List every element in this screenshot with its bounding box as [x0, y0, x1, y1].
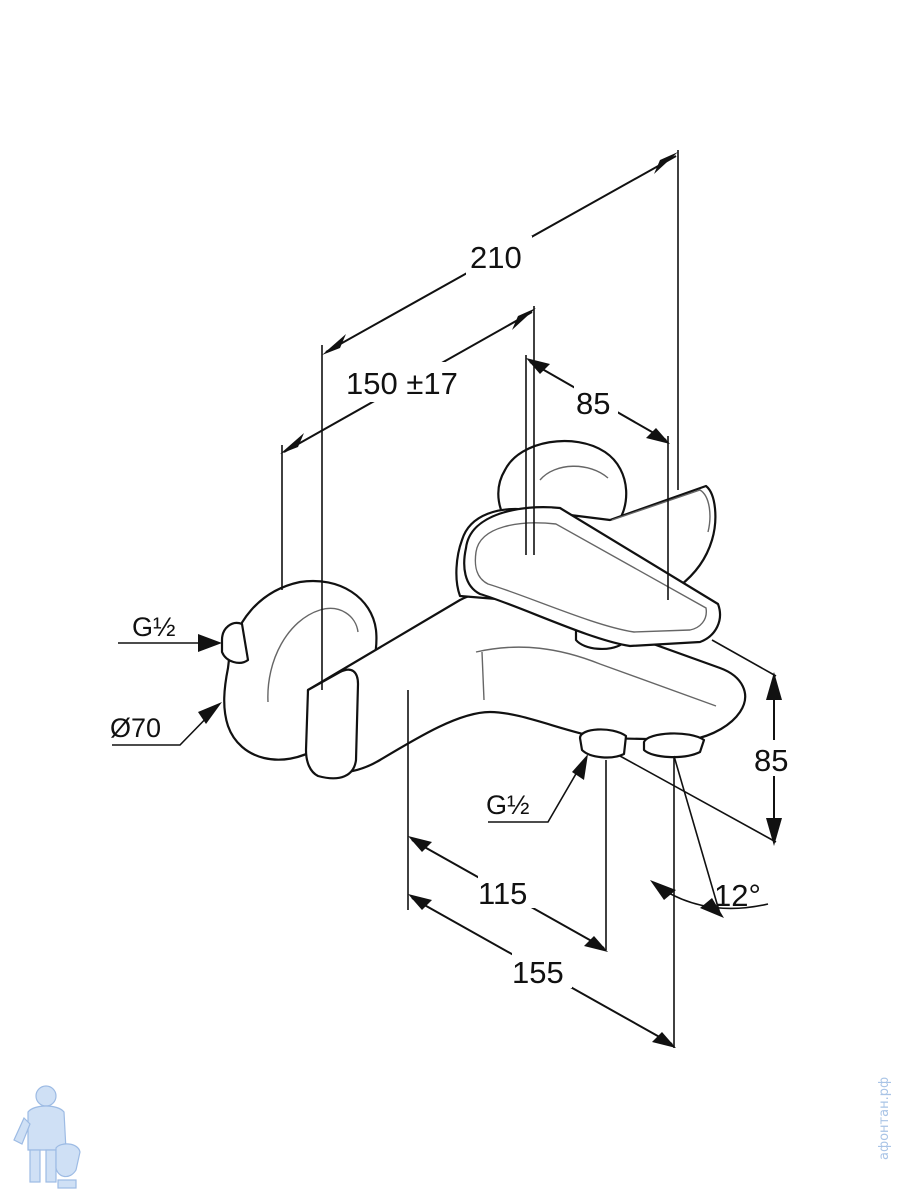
label-handle-spacing: 85	[576, 386, 610, 421]
label-inlet-thread: G½	[132, 612, 176, 642]
arrow-g12-outlet	[572, 754, 588, 780]
arrow-85-height-bottom	[766, 818, 782, 846]
label-flange-diameter: Ø70	[110, 713, 161, 743]
arrow-155-left	[408, 894, 432, 910]
watermark-logo	[13, 1085, 81, 1189]
arrow-o70	[198, 702, 222, 724]
dimension-labels: 210 150 ±17 85 85 115 155 12° G½ Ø70 G½	[110, 236, 796, 990]
label-spout-to-outlet: 115	[478, 876, 527, 911]
arrow-210-left	[322, 334, 346, 355]
arrow-210-right	[654, 152, 678, 174]
label-overall-length: 210	[470, 240, 522, 275]
arrow-g12-inlet	[198, 634, 222, 652]
arrow-85-top-right	[646, 428, 670, 444]
label-tilt-angle: 12°	[714, 878, 761, 913]
arrow-150-right	[512, 308, 536, 330]
label-height: 85	[754, 743, 788, 778]
arrow-12-right	[700, 898, 724, 918]
label-spout-length: 155	[512, 955, 564, 990]
arrow-115-left	[408, 836, 432, 852]
arrow-85-height-top	[766, 672, 782, 700]
arrow-115-right	[584, 936, 608, 952]
watermark-text: афонтан.рф	[877, 1077, 892, 1160]
arrow-85-top-left	[526, 358, 550, 374]
arrow-155-right	[652, 1032, 676, 1048]
arrow-150-left	[280, 433, 304, 454]
label-wall-to-handle: 150 ±17	[346, 366, 458, 401]
label-outlet-thread: G½	[486, 790, 530, 820]
arrow-12-left	[650, 880, 676, 900]
faucet-outline	[220, 440, 747, 780]
arrowheads	[198, 152, 782, 1048]
